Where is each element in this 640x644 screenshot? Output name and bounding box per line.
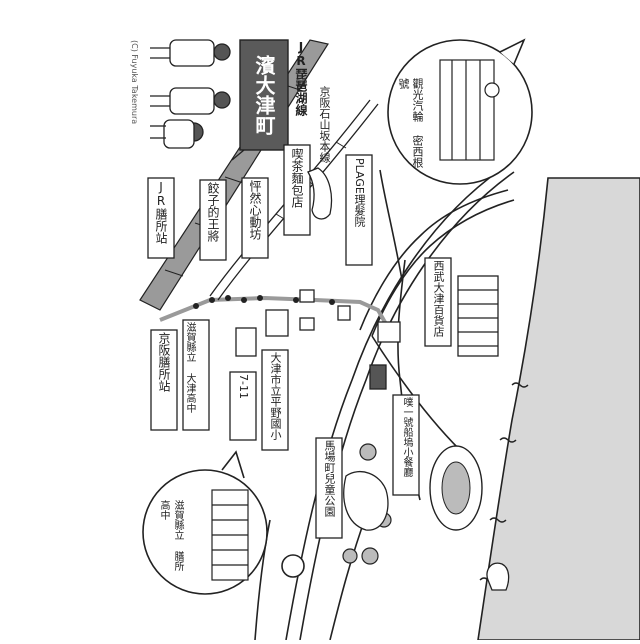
label-park: 馬場町兒童公園 — [323, 440, 336, 517]
label-keihan-station: 京阪膳所站 — [157, 332, 171, 392]
route-stops — [193, 295, 335, 309]
building-markers — [235, 289, 401, 390]
label-plage: PLAGE理髮院 — [353, 158, 366, 227]
school-bubble — [142, 450, 268, 595]
people-illustration — [150, 39, 231, 149]
label-seibu: 西武大津百貨店 — [432, 260, 445, 337]
label-shop-heart: 怦然心動坊 — [248, 180, 262, 240]
label-seven-eleven: 7-11 — [237, 374, 250, 399]
credit-text: (C) Fuyuka Takemura — [130, 40, 139, 125]
park-pond — [343, 471, 389, 531]
label-otsu-high: 滋賀縣立 大津高中 — [184, 322, 195, 413]
seibu-building — [457, 275, 499, 357]
keihan-line-label: 京阪石山坂本線 — [318, 86, 331, 163]
label-boxes — [147, 144, 452, 539]
label-cruise: 觀光汽輪 密西根號 — [397, 78, 424, 168]
park-trees — [342, 443, 392, 565]
lake-biwa — [477, 177, 640, 641]
roundabout — [281, 554, 305, 578]
label-elementary: 大津市立平野國小 — [269, 352, 282, 440]
animal-icon — [486, 562, 510, 591]
plaza-fountain — [441, 461, 471, 515]
jr-line-label: JR琵琶湖線 — [294, 40, 308, 116]
label-gyoza: 餃子的王將 — [206, 182, 220, 242]
label-zeze-high: 滋賀縣立 膳所高中 — [158, 500, 183, 571]
label-jr-station: JR膳所站 — [154, 180, 168, 244]
croissant-icon — [307, 167, 333, 220]
label-boat-dock: 噗一號船塢小餐廳 — [401, 397, 412, 477]
title-sign — [231, 39, 289, 161]
label-bread: 喫茶麵包店 — [290, 148, 304, 208]
map-title: 濱大津町 — [252, 55, 276, 135]
cruise-bubble — [387, 38, 533, 185]
